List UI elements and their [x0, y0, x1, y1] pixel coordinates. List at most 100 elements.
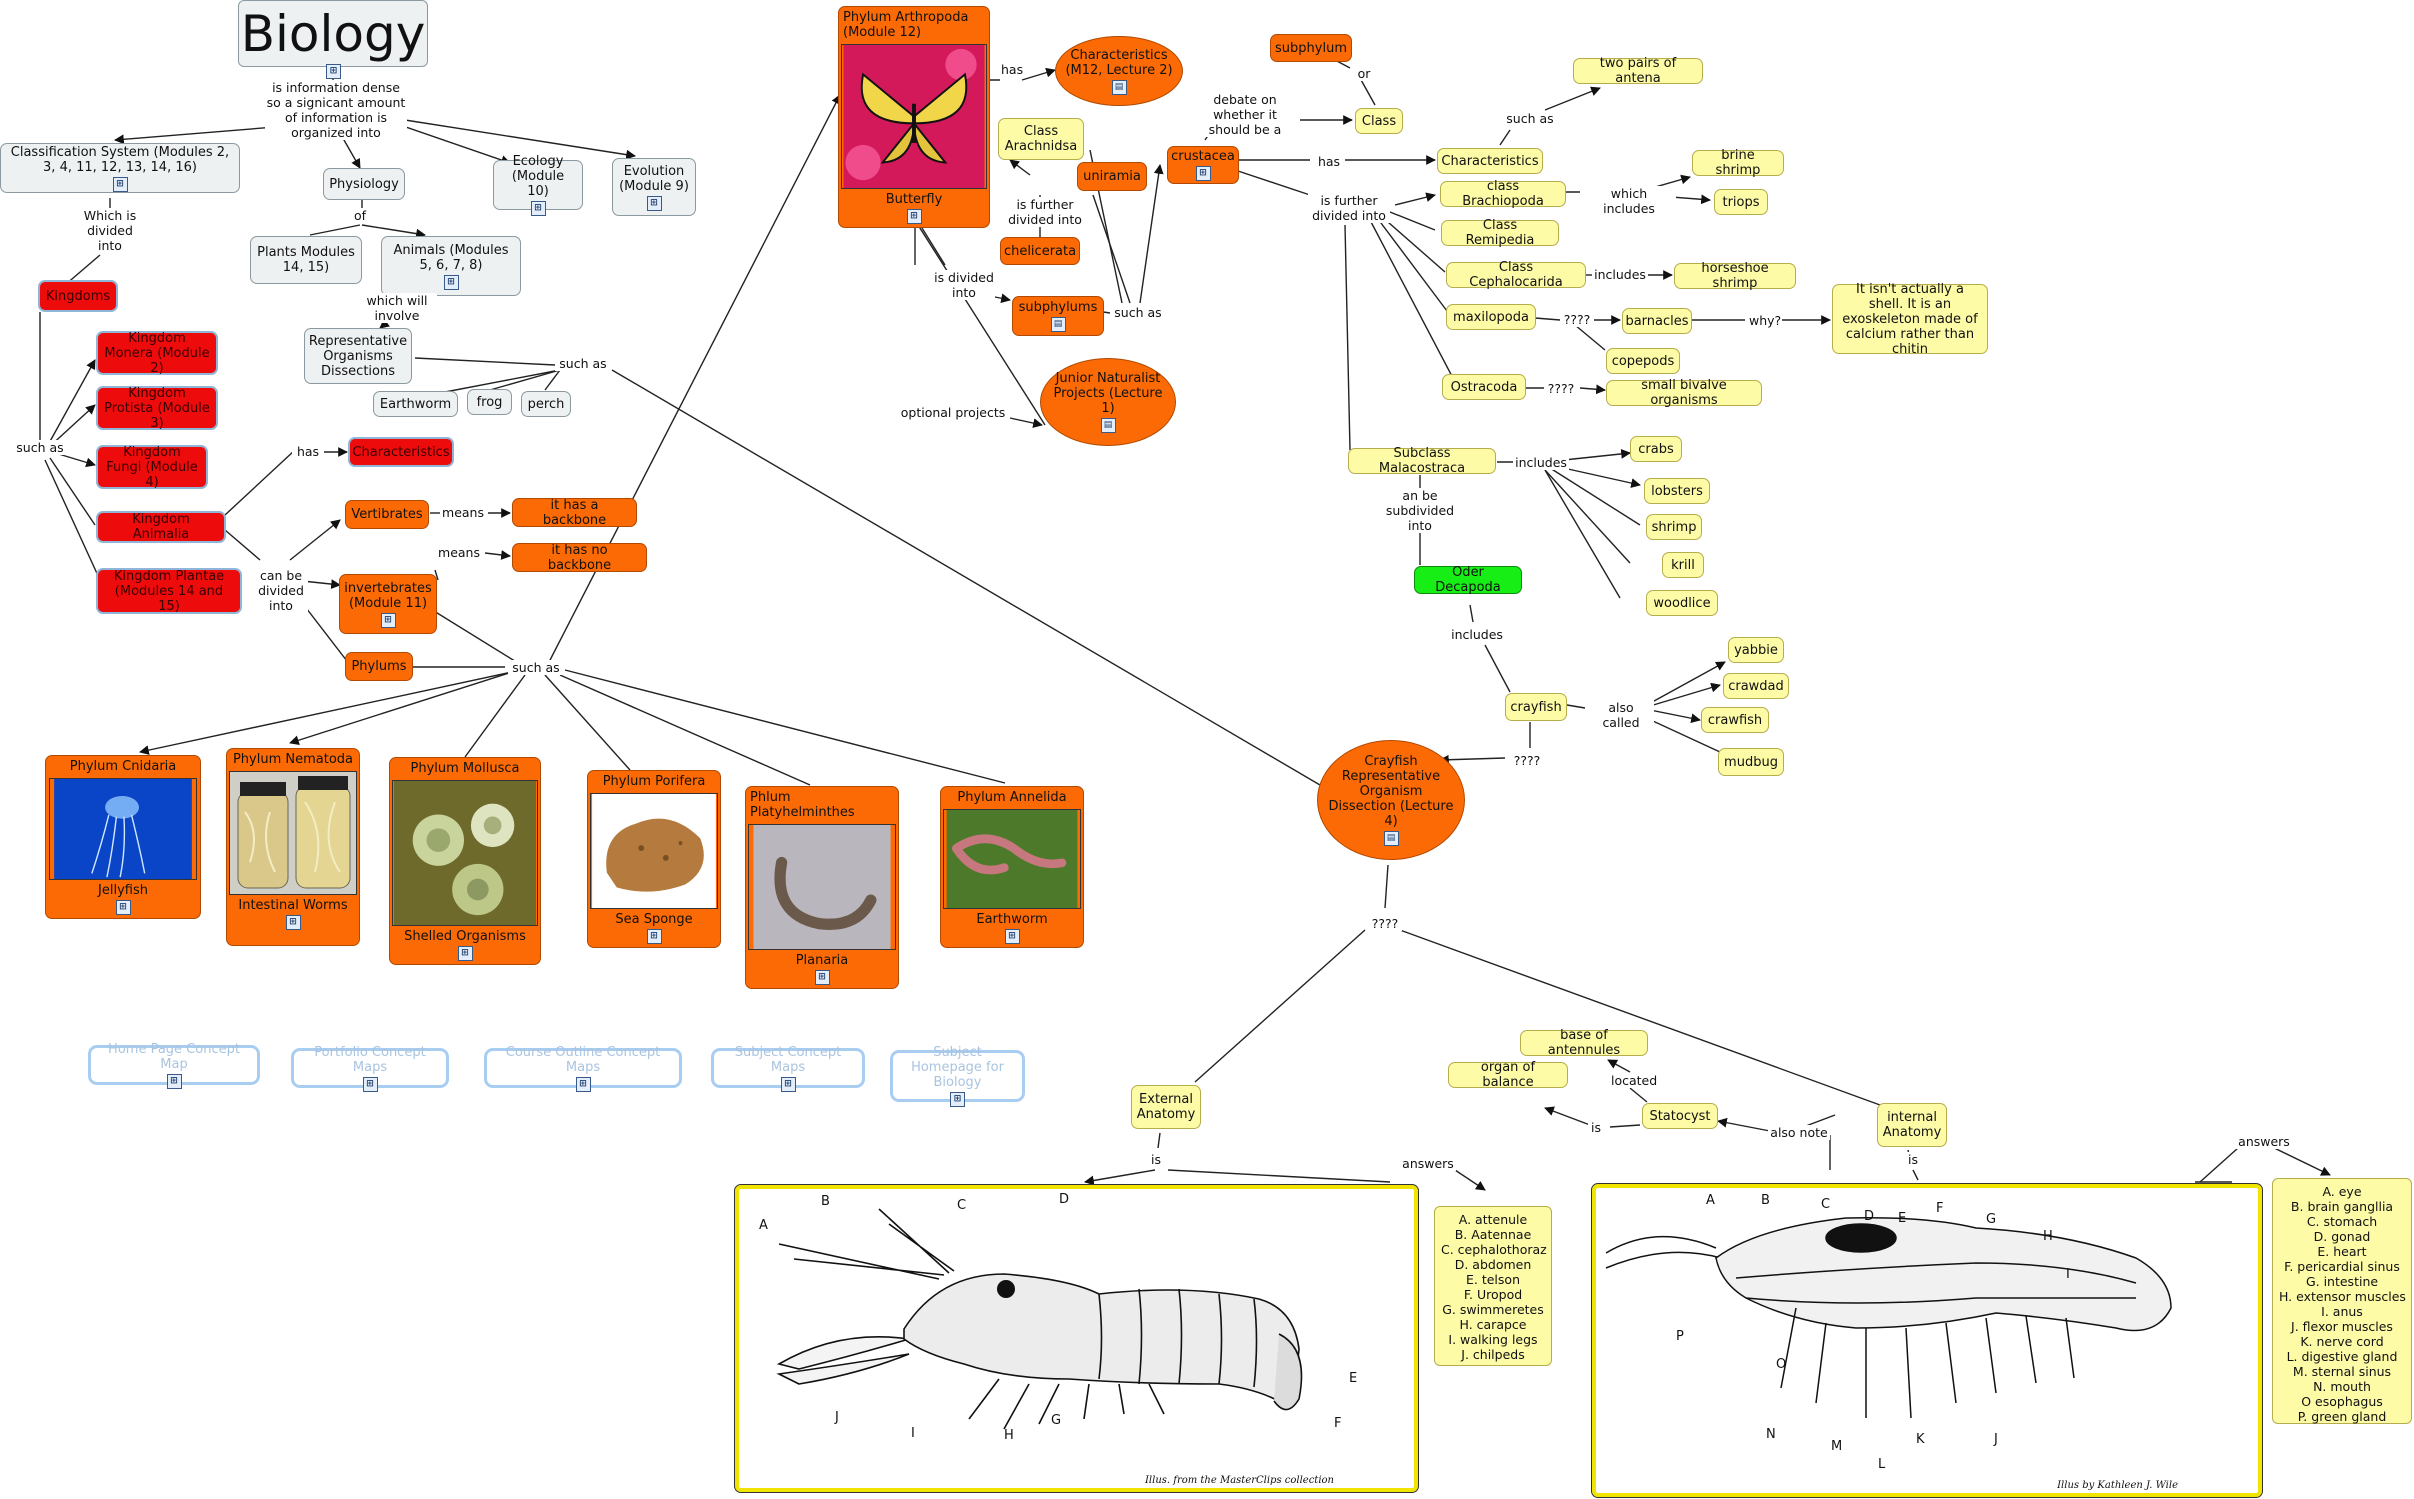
class-cephalocarida-node[interactable]: Class Cephalocarida [1446, 260, 1586, 290]
concept-map-icon[interactable]: ⊞ [112, 176, 128, 192]
document-icon[interactable]: ▤ [1100, 418, 1116, 433]
class-node[interactable]: Class [1355, 108, 1403, 134]
concept-map-icon[interactable]: ⊞ [362, 1076, 378, 1092]
two-pairs-antena-node[interactable]: two pairs of antena [1573, 56, 1703, 86]
kingdom-plantae-node[interactable]: Kingdom Plantae (Modules 14 and 15) [96, 568, 242, 614]
concept-map-icon[interactable]: ⊞ [285, 915, 301, 930]
small-bivalve-node[interactable]: small bivalve organisms [1606, 378, 1762, 408]
crawfish-node[interactable]: crawfish [1701, 707, 1769, 733]
triops-node[interactable]: triops [1714, 189, 1768, 215]
ostracoda-node[interactable]: Ostracoda [1442, 374, 1526, 400]
concept-map-icon[interactable]: ⊞ [780, 1076, 796, 1092]
phylum-porifera-card[interactable]: Phylum Porifera Sea Sponge ⊞ [587, 770, 721, 948]
phylum-annelida-card[interactable]: Phylum Annelida Earthworm ⊞ [940, 786, 1084, 948]
concept-map-icon[interactable]: ⊞ [380, 612, 396, 628]
document-icon[interactable]: ▤ [1383, 831, 1399, 846]
phylum-cnidaria-card[interactable]: Phylum Cnidaria Jellyfish ⊞ [45, 755, 201, 919]
subphylums-node[interactable]: subphylums▤ [1012, 296, 1104, 336]
maxilopoda-node[interactable]: maxilopoda [1446, 304, 1536, 330]
has-backbone-node[interactable]: it has a backbone [512, 498, 637, 528]
concept-map-icon[interactable]: ⊞ [457, 946, 473, 961]
concept-map-icon[interactable]: ⊞ [575, 1076, 591, 1092]
internal-anatomy-node[interactable]: internal Anatomy [1877, 1103, 1947, 1147]
concept-map-icon[interactable]: ⊞ [1004, 929, 1020, 944]
concept-map-icon[interactable]: ⊞ [530, 201, 546, 216]
subclass-malacostraca-node[interactable]: Subclass Malacostraca [1348, 446, 1496, 476]
kingdom-monera-node[interactable]: Kingdom Monera (Module 2) [96, 330, 218, 376]
shrimp-node[interactable]: shrimp [1646, 514, 1702, 540]
base-of-antennules-node[interactable]: base of antennules [1520, 1028, 1648, 1058]
biology-title-node[interactable]: Biology [238, 0, 428, 67]
organ-of-balance-node[interactable]: organ of balance [1448, 1060, 1568, 1090]
phylum-nematoda-card[interactable]: Phylum Nematoda Intestinal Worms ⊞ [226, 748, 360, 946]
woodlice-node[interactable]: woodlice [1646, 590, 1718, 616]
characteristics-red-node[interactable]: Characteristics [348, 437, 454, 467]
home-page-concept-map-link[interactable]: Home Page Concept Map⊞ [88, 1042, 260, 1089]
perch-node[interactable]: perch [521, 391, 571, 417]
uniramia-node[interactable]: uniramia [1077, 162, 1147, 191]
concept-map-icon[interactable]: ⊞ [646, 195, 662, 211]
barnacles-node[interactable]: barnacles [1622, 308, 1692, 334]
copepods-node[interactable]: copepods [1606, 348, 1680, 374]
invertebrates-node[interactable]: invertebrates (Module 11)⊞ [339, 574, 437, 634]
subject-homepage-link[interactable]: Subject Homepage for Biology⊞ [890, 1045, 1025, 1107]
concept-map-icon[interactable]: ⊞ [1195, 166, 1211, 181]
order-decapoda-node[interactable]: Oder Decapoda [1414, 565, 1522, 595]
concept-map-icon[interactable]: ⊞ [166, 1073, 182, 1089]
phylum-mollusca-card[interactable]: Phylum Mollusca Shelled Organisms ⊞ [389, 757, 541, 965]
krill-node[interactable]: krill [1662, 552, 1704, 578]
representative-organisms-node[interactable]: Representative Organisms Dissections [304, 328, 412, 384]
crabs-node[interactable]: crabs [1630, 436, 1682, 462]
physiology-node[interactable]: Physiology [323, 168, 405, 200]
external-anatomy-node[interactable]: External Anatomy [1131, 1085, 1201, 1129]
concept-map-icon[interactable]: ⊞ [646, 929, 662, 944]
crayfish-dissection-node[interactable]: Crayfish Representative Organism Dissect… [1317, 740, 1465, 860]
kingdom-protista-node[interactable]: Kingdom Protista (Module 3) [96, 386, 218, 431]
ecology-node[interactable]: Ecology (Module 10)⊞ [493, 154, 583, 216]
no-backbone-node[interactable]: it has no backbone [512, 543, 647, 573]
subphylum-node[interactable]: subphylum [1270, 34, 1352, 62]
characteristics-m12-node[interactable]: Characteristics (M12, Lecture 2)▤ [1055, 36, 1183, 106]
phylum-arthropoda-card[interactable]: Phylum Arthropoda (Module 12) Butterfly … [838, 6, 990, 228]
crawdad-node[interactable]: crawdad [1723, 673, 1789, 699]
kingdom-animalia-node[interactable]: Kingdom Animalia [96, 511, 226, 543]
statocyst-node[interactable]: Statocyst [1642, 1103, 1718, 1129]
evolution-node[interactable]: Evolution (Module 9)⊞ [612, 158, 696, 216]
subject-concept-maps-link[interactable]: Subject Concept Maps⊞ [711, 1045, 865, 1092]
document-icon[interactable]: ▤ [1050, 317, 1066, 332]
brine-shrimp-node[interactable]: brine shrimp [1692, 148, 1784, 178]
earthworm-node[interactable]: Earthworm [373, 391, 458, 417]
yabbie-node[interactable]: yabbie [1728, 637, 1784, 663]
kingdom-fungi-node[interactable]: Kingdom Fungi (Module 4) [96, 445, 208, 490]
node-label: Kingdom Monera (Module 2) [104, 330, 210, 376]
class-arachnidsa-node[interactable]: Class Arachnidsa [998, 118, 1084, 160]
portfolio-concept-maps-link[interactable]: Portfolio Concept Maps⊞ [291, 1045, 449, 1092]
concept-map-icon[interactable]: ⊞ [443, 274, 459, 290]
concept-map-icon[interactable]: ⊞ [950, 1092, 965, 1107]
course-outline-concept-maps-link[interactable]: Course Outline Concept Maps⊞ [484, 1045, 682, 1092]
animals-node[interactable]: Animals (Modules 5, 6, 7, 8)⊞ [381, 236, 521, 296]
crustacea-node[interactable]: crustacea⊞ [1167, 146, 1239, 184]
junior-naturalist-node[interactable]: Junior Naturalist Projects (Lecture 1)▤ [1040, 358, 1176, 446]
concept-map-icon[interactable]: ⊞ [814, 970, 830, 985]
concept-map-icon[interactable]: ⊞ [326, 64, 341, 79]
class-brachiopoda-node[interactable]: class Brachiopoda [1440, 179, 1566, 209]
document-icon[interactable]: ▤ [1111, 79, 1127, 95]
concept-map-icon[interactable]: ⊞ [115, 900, 131, 915]
frog-node[interactable]: frog [467, 389, 512, 415]
plants-node[interactable]: Plants Modules 14, 15) [250, 236, 362, 284]
concept-map-icon[interactable]: ⊞ [906, 209, 922, 224]
phylum-platyhelminthes-card[interactable]: Phlum Platyhelminthes Planaria ⊞ [745, 786, 899, 989]
vertibrates-node[interactable]: Vertibrates [345, 500, 429, 529]
horseshoe-shrimp-node[interactable]: horseshoe shrimp [1674, 261, 1796, 291]
characteristics-yellow-node[interactable]: Characteristics [1437, 148, 1543, 174]
lobsters-node[interactable]: lobsters [1644, 478, 1710, 504]
classification-system-node[interactable]: Classification System (Modules 2, 3, 4, … [0, 143, 240, 193]
class-remipedia-node[interactable]: Class Remipedia [1441, 218, 1559, 248]
chelicerata-node[interactable]: chelicerata [1000, 237, 1080, 265]
mudbug-node[interactable]: mudbug [1718, 748, 1784, 776]
phylums-node[interactable]: Phylums [345, 652, 413, 681]
exoskeleton-note-node[interactable]: It isn't actually a shell. It is an exos… [1832, 282, 1988, 357]
crayfish-node[interactable]: crayfish [1505, 693, 1567, 721]
kingdoms-node[interactable]: Kingdoms [38, 280, 118, 312]
